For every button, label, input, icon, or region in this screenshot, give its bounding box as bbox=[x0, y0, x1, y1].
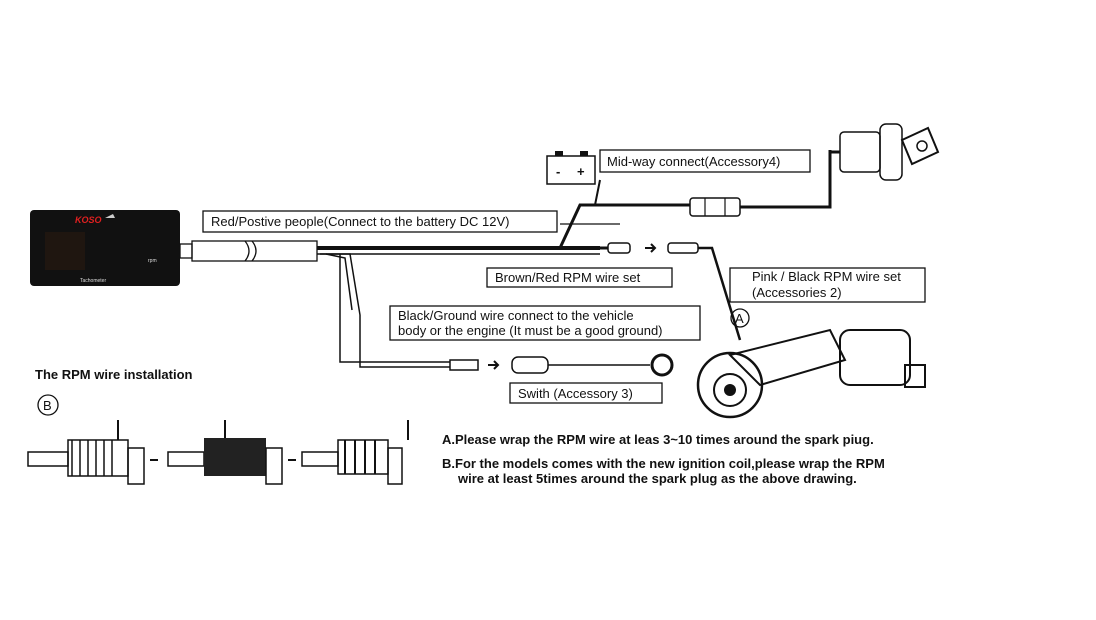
battery-icon: - + bbox=[546, 151, 596, 185]
fuse-holder bbox=[689, 150, 832, 217]
ignition-key-switch bbox=[830, 123, 940, 181]
brown-red-box bbox=[486, 267, 673, 288]
note-a: A.Please wrap the RPM wire at leas 3~10 … bbox=[442, 432, 874, 447]
marker-a: A bbox=[735, 311, 744, 326]
midway-box bbox=[599, 149, 811, 173]
spark-plug-step-2 bbox=[167, 420, 296, 485]
pink-black-label-2: (Accessories 2) bbox=[752, 285, 842, 300]
brown-red-label: Brown/Red RPM wire set bbox=[495, 270, 641, 285]
switch-label: Swith (Accessory 3) bbox=[518, 386, 633, 401]
ground-label-1: Black/Ground wire connect to the vehicle bbox=[398, 308, 634, 323]
battery-minus: - bbox=[556, 164, 560, 179]
marker-b-circle bbox=[37, 394, 59, 416]
battery-plus: + bbox=[577, 164, 585, 179]
main-harness bbox=[179, 179, 742, 368]
switch-box bbox=[509, 382, 663, 404]
pink-black-box bbox=[729, 267, 926, 303]
spark-plug-step-3 bbox=[301, 420, 409, 485]
tachometer-display: KOSO rpm Tachometer bbox=[30, 210, 180, 286]
unit-label: rpm bbox=[148, 258, 157, 264]
marker-b: B bbox=[43, 398, 52, 413]
pink-black-label-1: Pink / Black RPM wire set bbox=[752, 269, 901, 284]
ignition-coil bbox=[696, 328, 926, 419]
koso-logo: KOSO bbox=[75, 215, 102, 225]
note-b-line-1: B.For the models comes with the new igni… bbox=[442, 456, 885, 471]
marker-a-circle bbox=[730, 308, 750, 328]
note-b-line-2: wire at least 5times around the spark pl… bbox=[457, 471, 857, 486]
ground-label-2: body or the engine (It must be a good gr… bbox=[398, 323, 663, 338]
installation-title: The RPM wire installation bbox=[35, 367, 193, 382]
spark-plug-steps bbox=[27, 420, 409, 485]
device-name: Tachometer bbox=[80, 278, 106, 284]
battery-wire-box bbox=[202, 210, 558, 233]
spark-plug-step-1 bbox=[27, 420, 158, 485]
battery-wire-label: Red/Postive people(Connect to the batter… bbox=[211, 214, 509, 229]
midway-label: Mid-way connect(Accessory4) bbox=[607, 154, 780, 169]
ground-box bbox=[389, 305, 701, 341]
switch-connectors bbox=[449, 353, 674, 377]
logo-flag-icon bbox=[105, 214, 115, 218]
